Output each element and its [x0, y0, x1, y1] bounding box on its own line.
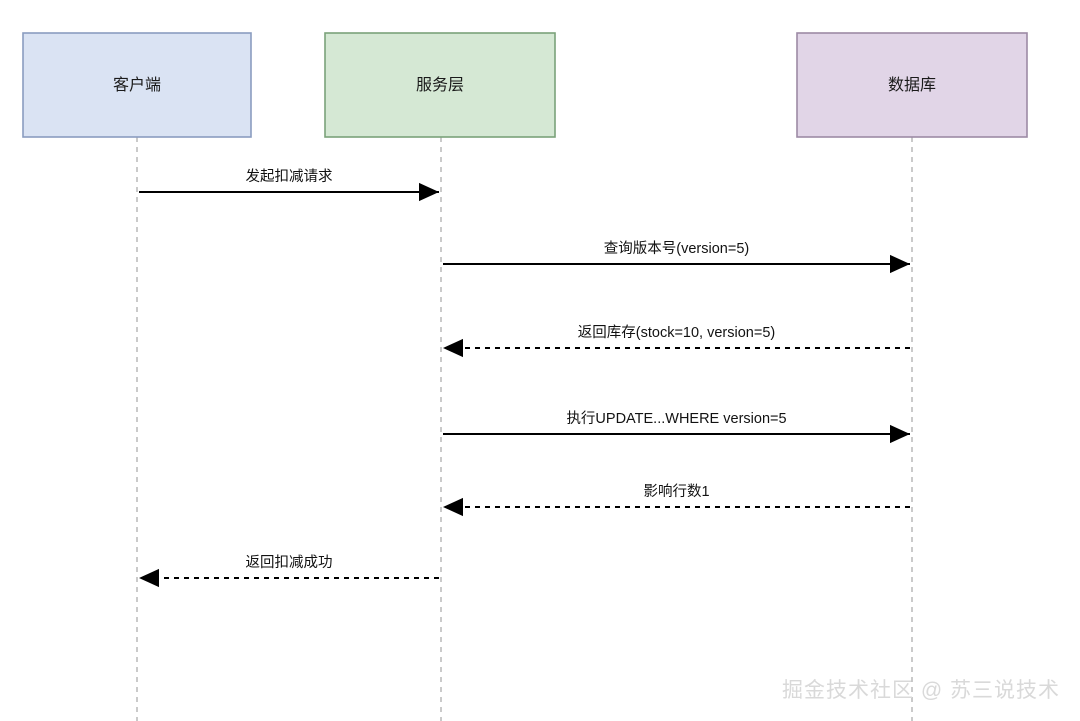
watermark-label: 掘金技术社区 @ 苏三说技术: [782, 679, 1060, 702]
participant-label-database: 数据库: [888, 76, 936, 94]
message-3[interactable]: 返回库存(stock=10, version=5): [443, 324, 910, 358]
participant-service[interactable]: 服务层: [324, 32, 556, 138]
message-label-4: 执行UPDATE...WHERE version=5: [566, 410, 786, 427]
participant-box-service[interactable]: [324, 32, 556, 138]
message-label-6: 返回扣减成功: [246, 554, 333, 571]
participant-label-client: 客户端: [113, 76, 161, 94]
participant-label-service: 服务层: [416, 76, 464, 94]
message-1[interactable]: 发起扣减请求: [139, 168, 439, 202]
message-label-5: 影响行数1: [643, 483, 709, 500]
message-2[interactable]: 查询版本号(version=5): [443, 240, 910, 274]
participant-box-client[interactable]: [22, 32, 252, 138]
participants-layer: 客户端 服务层 数据库: [22, 32, 1028, 138]
participant-database[interactable]: 数据库: [796, 32, 1028, 138]
message-6[interactable]: 返回扣减成功: [139, 554, 439, 588]
participant-box-database[interactable]: [796, 32, 1028, 138]
watermark-layer: 掘金技术社区 @ 苏三说技术: [782, 679, 1060, 702]
message-label-3: 返回库存(stock=10, version=5): [578, 324, 775, 341]
lifelines-layer: [136, 137, 913, 721]
message-4[interactable]: 执行UPDATE...WHERE version=5: [443, 410, 910, 444]
message-label-1: 发起扣减请求: [246, 168, 333, 185]
message-5[interactable]: 影响行数1: [443, 483, 910, 517]
message-label-2: 查询版本号(version=5): [604, 240, 749, 257]
participant-client[interactable]: 客户端: [22, 32, 252, 138]
